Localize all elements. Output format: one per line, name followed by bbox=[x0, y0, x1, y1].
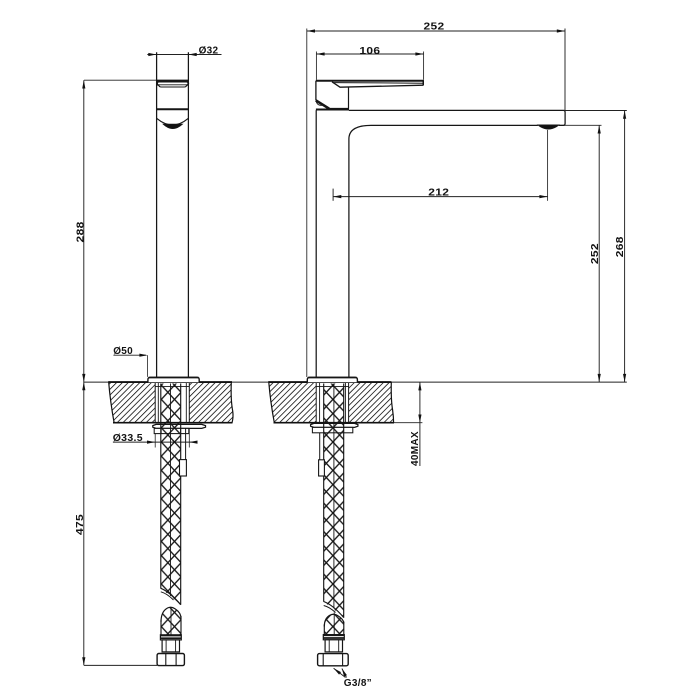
svg-text:252: 252 bbox=[590, 243, 601, 264]
svg-text:252: 252 bbox=[423, 21, 444, 32]
svg-text:475: 475 bbox=[75, 514, 86, 535]
svg-text:212: 212 bbox=[428, 187, 449, 198]
svg-text:268: 268 bbox=[615, 236, 626, 257]
svg-text:106: 106 bbox=[359, 46, 380, 57]
svg-text:40MAX: 40MAX bbox=[410, 431, 421, 466]
svg-text:Ø32: Ø32 bbox=[199, 46, 219, 57]
svg-text:Ø33.5: Ø33.5 bbox=[113, 433, 143, 444]
svg-text:288: 288 bbox=[75, 221, 86, 242]
svg-text:Ø50: Ø50 bbox=[113, 346, 133, 357]
svg-text:G3/8”: G3/8” bbox=[344, 678, 372, 689]
